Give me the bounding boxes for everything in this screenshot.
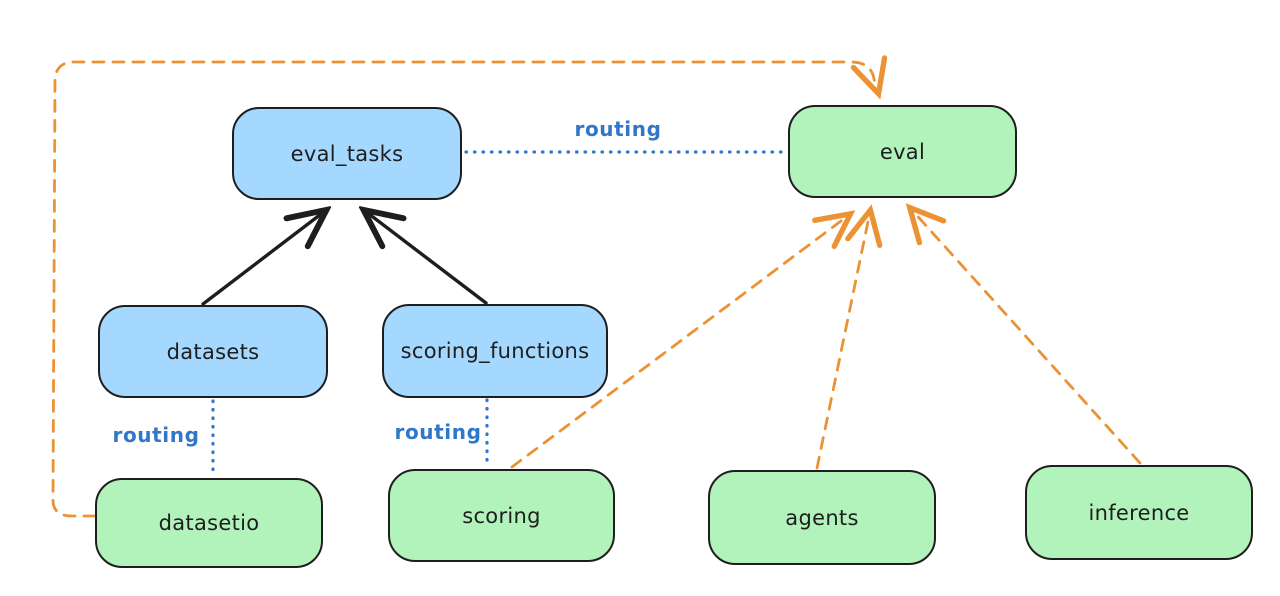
node-datasetio-label: datasetio [158,511,260,535]
node-datasets-label: datasets [166,339,260,364]
edge-label-routing-datasets-datasetio: routing [112,423,200,447]
node-inference-label: inference [1088,500,1190,525]
node-agents: agents [708,470,936,565]
edge-datasets-to-eval-tasks-arrow [201,211,325,306]
node-agents-label: agents [785,505,859,530]
node-scoring-functions: scoring_functions [382,304,608,398]
node-eval-tasks: eval_tasks [232,107,462,200]
node-eval: eval [788,105,1017,198]
edge-scoring-functions-to-eval-tasks-arrow [365,211,488,305]
node-datasetio: datasetio [95,478,323,568]
node-eval-label: eval [879,139,926,164]
edge-label-routing-eval-tasks-eval: routing [574,117,662,141]
node-scoring-functions-label: scoring_functions [400,339,590,363]
edge-agents-to-eval-dashed-arrow [815,212,870,470]
node-datasets: datasets [98,305,328,398]
edge-scoring-to-eval-dashed-arrow [510,215,849,469]
edge-datasetio-to-eval-dashed-arrow [51,62,878,518]
edge-inference-to-eval-dashed-arrow [911,209,1142,465]
edge-label-routing-scoring-functions-scoring: routing [394,420,482,444]
node-scoring: scoring [388,469,615,562]
node-inference: inference [1025,465,1253,560]
node-scoring-label: scoring [462,503,541,528]
node-eval-tasks-label: eval_tasks [290,141,404,166]
